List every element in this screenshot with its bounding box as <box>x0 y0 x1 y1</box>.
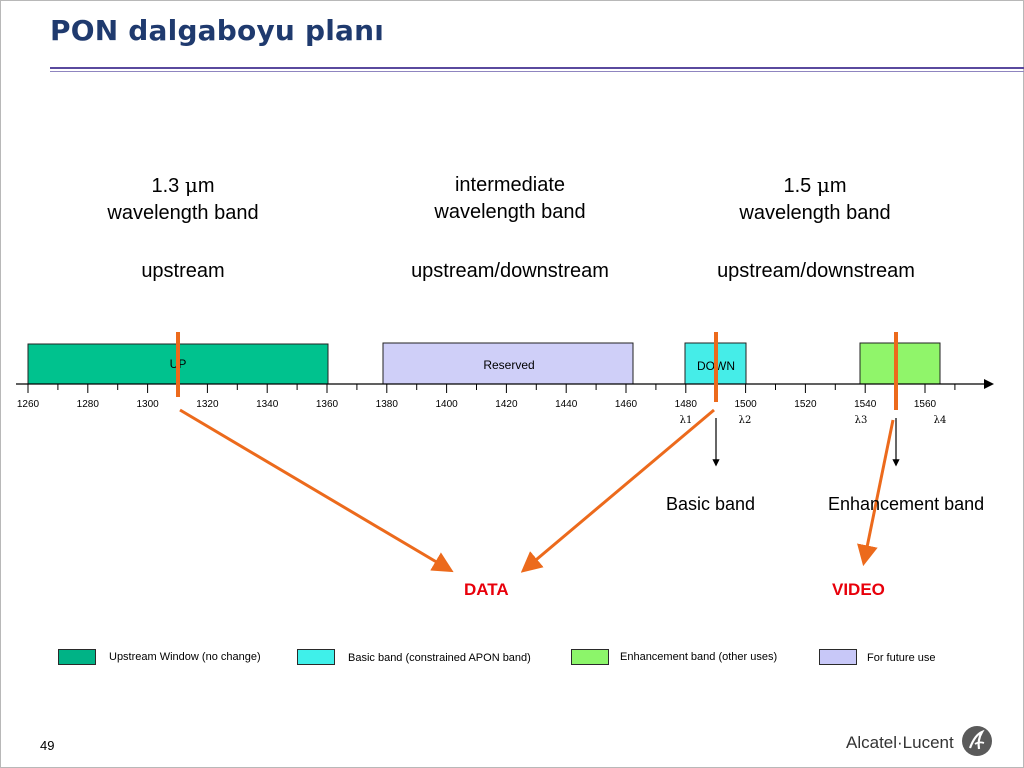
title-rule <box>50 67 1024 69</box>
axis-tick-label: 1480 <box>675 399 698 410</box>
band-reserved <box>382 342 634 385</box>
legend-swatch-future <box>819 649 857 665</box>
axis-tick-label: 1320 <box>196 399 219 410</box>
arrow-enh-to-video <box>857 419 895 567</box>
band-reserved-label: Reserved <box>483 358 534 372</box>
data-label: DATA <box>464 580 509 599</box>
axis-tick-label: 1340 <box>256 399 279 410</box>
axis-tick-label: 1520 <box>794 399 817 410</box>
header-intermediate: intermediate wavelength band <box>434 174 586 223</box>
axis-tick-label: 1500 <box>734 399 757 410</box>
lambda-label: λ4 <box>934 415 947 426</box>
axis-ticks: 1260 1280 1300 1320 1340 1360 1380 1400 1420 1440… <box>17 384 956 410</box>
header-15um: 1.5 μm wavelength band <box>739 173 891 224</box>
axis-tick-label: 1300 <box>136 399 159 410</box>
axis-tick-label: 1260 <box>17 399 40 410</box>
axis-tick-label: 1280 <box>77 399 100 410</box>
axis-tick-label: 1440 <box>555 399 578 410</box>
lambda-label: λ2 <box>739 415 752 426</box>
axis-tick-label: 1420 <box>495 399 518 410</box>
axis-tick-label: 1560 <box>914 399 937 410</box>
lambda-label: λ3 <box>855 415 868 426</box>
legend-swatch-upstream <box>58 649 96 665</box>
legend-future: For future use <box>867 652 936 664</box>
band-enhancement <box>859 342 941 385</box>
axis-tick-label: 1540 <box>854 399 877 410</box>
legend-swatch-enhancement <box>571 649 609 665</box>
page-title: PON dalgaboyu planı <box>50 14 385 47</box>
video-label: VIDEO <box>832 580 885 599</box>
lambda-labels: λ1 λ2 λ3 λ4 <box>680 415 947 426</box>
axis-arrowhead <box>984 379 994 389</box>
arrow-up-to-data <box>179 408 454 573</box>
basic-band-label: Basic band <box>666 494 756 514</box>
legend-upstream: Upstream Window (no change) <box>109 651 261 663</box>
enhancement-band-label: Enhancement band <box>828 494 985 514</box>
logo-mark-icon <box>962 726 992 756</box>
logo-wordmark: Alcatel·Lucent <box>846 733 954 752</box>
legend-swatch-basic <box>297 649 335 665</box>
header-13um: 1.3 μm wavelength band <box>107 173 259 224</box>
axis-tick-label: 1400 <box>435 399 458 410</box>
axis-tick-label: 1380 <box>376 399 399 410</box>
legend-basic: Basic band (constrained APON band) <box>348 652 531 664</box>
page-number: 49 <box>40 738 55 753</box>
arrow-down-to-data <box>520 408 715 573</box>
legend-enhancement: Enhancement band (other uses) <box>620 651 778 663</box>
title-rule-thin <box>50 71 1024 72</box>
direction-intermediate: upstream/downstream <box>411 260 609 282</box>
direction-15um: upstream/downstream <box>717 260 915 282</box>
lambda-label: λ1 <box>680 415 693 426</box>
axis-tick-label: 1460 <box>615 399 638 410</box>
axis-tick-label: 1360 <box>316 399 339 410</box>
direction-upstream: upstream <box>141 260 225 282</box>
